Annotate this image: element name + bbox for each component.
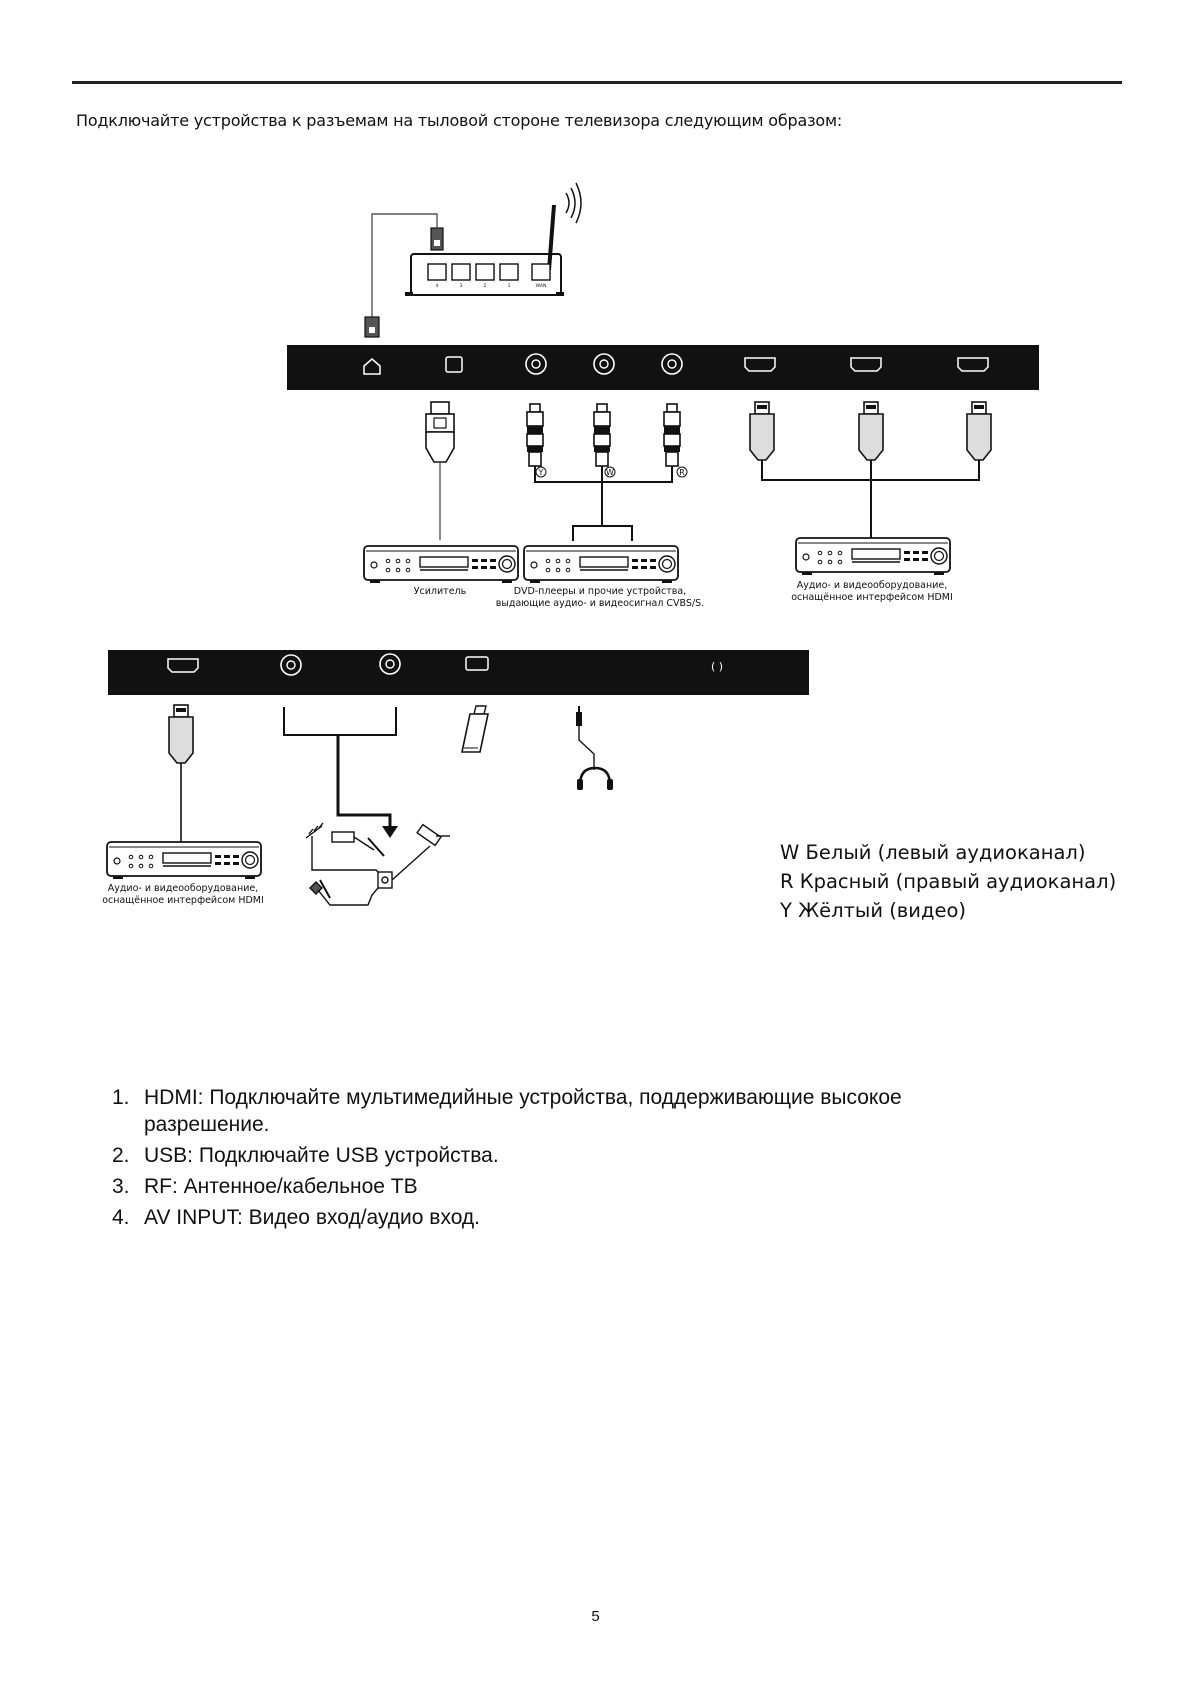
rf-bracket [283, 707, 397, 736]
list-number: 1. [112, 1086, 130, 1109]
list-item: 2. USB: Подключайте USB устройства. [112, 1142, 1012, 1169]
hdmi-plug [858, 401, 884, 461]
hdmi-plug [749, 401, 775, 461]
list-item: 3. RF: Антенное/кабельное ТВ [112, 1173, 1012, 1200]
rf-cable [336, 735, 392, 828]
rca-cable [534, 466, 673, 483]
legend-yellow: Y Жёлтый (видео) [780, 899, 966, 922]
list-text: HDMI: Подключайте мультимедийные устройс… [144, 1086, 902, 1136]
rca-r-label: R [679, 468, 685, 477]
antenna-cable-illustration [305, 822, 450, 906]
tv-panel-bottom [108, 650, 809, 695]
usb-port-icon [465, 656, 489, 671]
headphone-jack-symbol: ( ) [711, 660, 723, 673]
amplifier-device [363, 545, 519, 584]
hdmi-equipment-device [795, 537, 951, 576]
list-number: 4. [112, 1206, 130, 1229]
optical-plug [425, 401, 455, 540]
rca-y-label: Y [538, 468, 544, 477]
connection-diagram: 4 3 2 1 WAN Y W R [102, 182, 1039, 906]
list-number: 3. [112, 1175, 130, 1198]
hdmi-plug [168, 704, 194, 764]
hdmi-equipment-device [106, 841, 262, 880]
list-text: AV INPUT: Видео вход/аудио вход. [144, 1206, 481, 1229]
headphones-icon [576, 706, 613, 790]
router-port-label: WAN [536, 283, 547, 289]
router-port-label: 2 [484, 283, 487, 289]
hdmi-plug [966, 401, 992, 461]
router-port-label: 3 [460, 283, 463, 289]
router-port-label: 1 [508, 283, 511, 289]
dvd-label-line1: DVD-плееры и прочие устройства, [514, 586, 686, 597]
hdmi-equipment-label-line2: оснащённое интерфейсом HDMI [791, 592, 953, 603]
lan-cable [371, 213, 438, 318]
legend-red: R Красный (правый аудиоканал) [780, 870, 1117, 893]
optical-port-icon [445, 356, 463, 373]
hdmi-equipment-label-line1: Аудио- и видеооборудование, [797, 580, 948, 591]
hdmi-equipment2-label-line1: Аудио- и видеооборудование, [108, 883, 259, 894]
color-legend: W Белый (левый аудиоканал) R Красный (пр… [780, 838, 1116, 925]
rca-w-label: W [606, 468, 614, 477]
amplifier-label: Усилитель [414, 586, 467, 597]
list-text: RF: Антенное/кабельное ТВ [144, 1175, 418, 1198]
router-port-label: 4 [436, 283, 439, 289]
dvd-player-device [523, 545, 679, 584]
rca-plug-y [526, 403, 544, 467]
rca-plug-w [593, 403, 611, 467]
rca-plug-r [663, 403, 681, 467]
dvd-label-line2: выдающие аудио- и видеосигнал CVBS/S. [496, 598, 704, 609]
list-number: 2. [112, 1144, 130, 1167]
list-text: USB: Подключайте USB устройства. [144, 1144, 499, 1167]
usb-stick-icon [461, 705, 489, 753]
router: 4 3 2 1 WAN [405, 182, 582, 296]
hdmi-equipment2-label-line2: оснащённое интерфейсом HDMI [102, 895, 264, 906]
page-number: 5 [591, 1608, 600, 1625]
lan-port-icon [363, 358, 381, 375]
list-item: 1. HDMI: Подключайте мультимедийные устр… [112, 1084, 1012, 1138]
header-rule [72, 81, 1122, 84]
legend-white: W Белый (левый аудиоканал) [780, 841, 1086, 864]
connector-list: 1. HDMI: Подключайте мультимедийные устр… [112, 1084, 1012, 1235]
list-item: 4. AV INPUT: Видео вход/аудио вход. [112, 1204, 1012, 1231]
intro-text: Подключайте устройства к разъемам на тыл… [76, 111, 843, 130]
